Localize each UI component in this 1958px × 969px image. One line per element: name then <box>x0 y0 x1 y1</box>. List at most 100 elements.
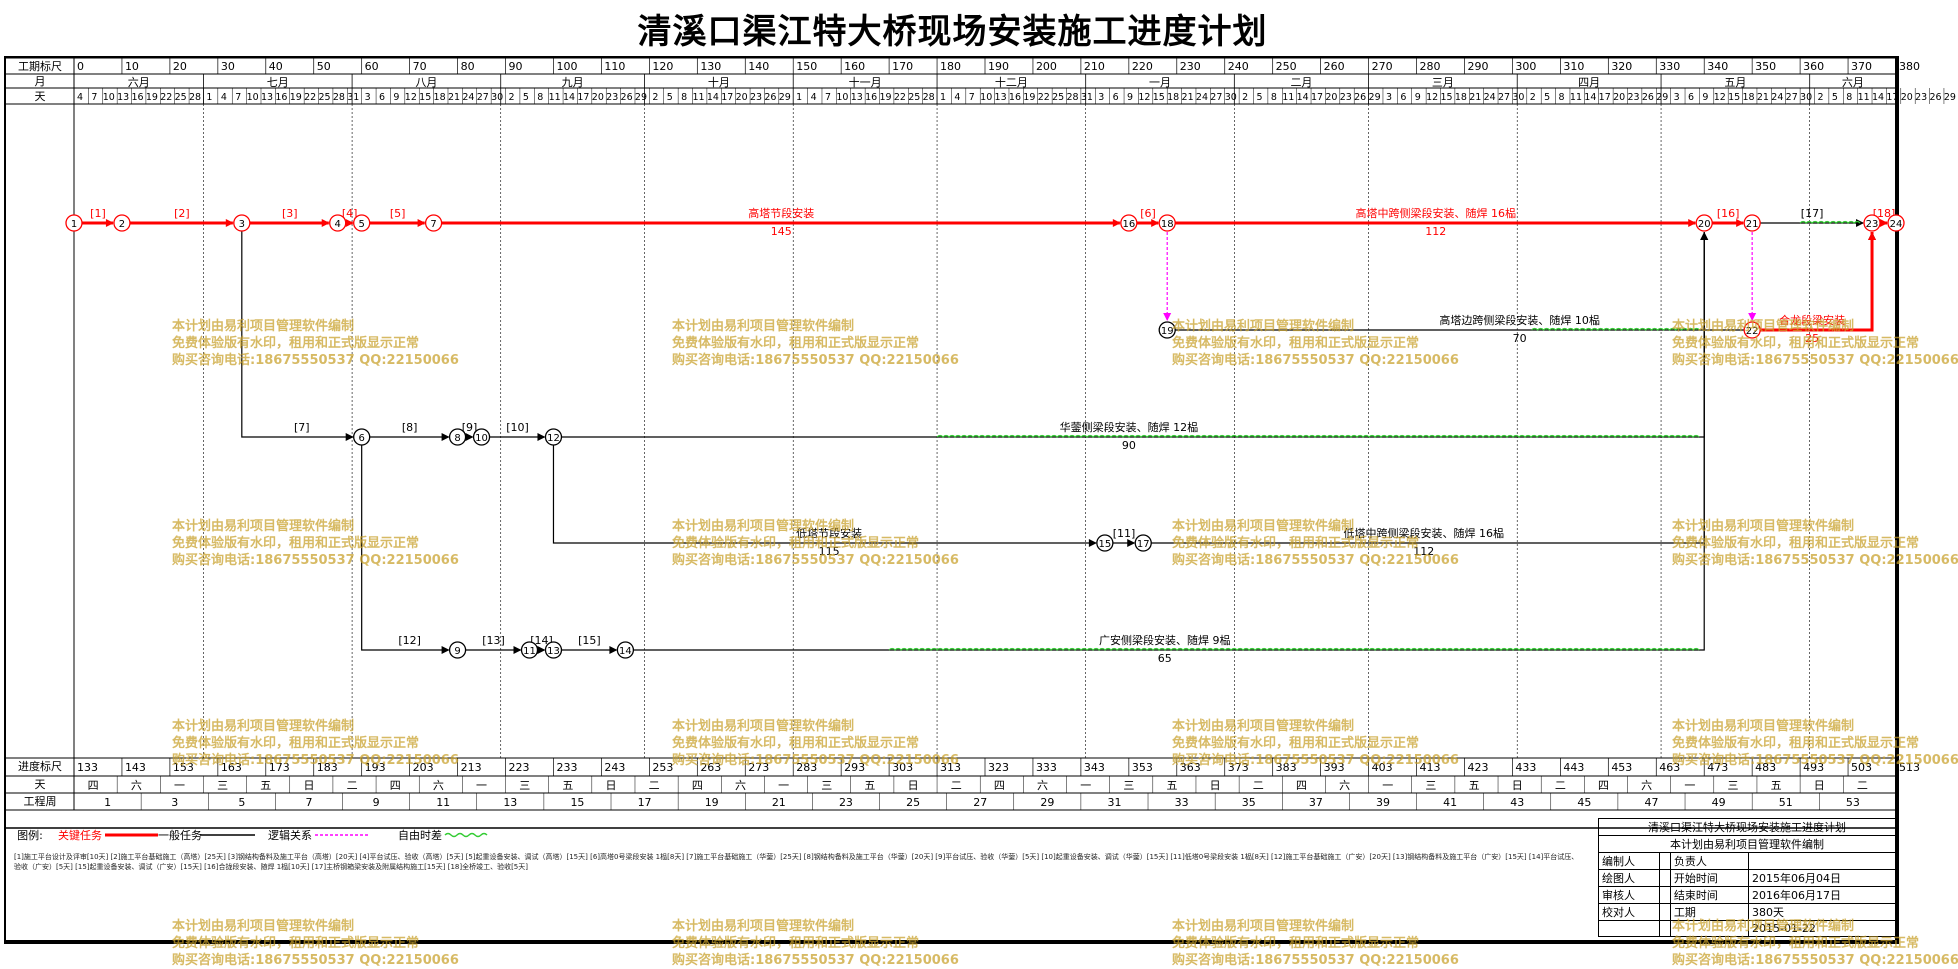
info-value <box>1659 869 1671 887</box>
weekday-label: 一 <box>1382 779 1393 792</box>
bottom-scale-tick-label: 273 <box>748 761 769 774</box>
activity-duration: 90 <box>1122 439 1136 452</box>
weekday-label: 六 <box>735 779 746 792</box>
node-circle <box>233 214 251 232</box>
activity-label: [7] <box>294 421 310 434</box>
arrow-head <box>441 646 450 654</box>
month-label: 月 <box>35 75 46 88</box>
scale-tick-label: 350 <box>1755 60 1776 73</box>
arrow-head <box>345 219 354 227</box>
node-number: 10 <box>475 433 488 444</box>
day-tick-label: 1 <box>206 92 212 103</box>
scale-tick-label: 210 <box>1084 60 1105 73</box>
bottom-scale-tick-label: 403 <box>1372 761 1393 774</box>
info-key: 审核人 <box>1597 886 1661 904</box>
scale-tick-label: 80 <box>461 60 475 73</box>
bottom-scale-tick-label: 393 <box>1324 761 1345 774</box>
weekday-label: 二 <box>951 779 962 792</box>
day-tick-label: 24 <box>1196 92 1208 103</box>
bottom-scale-tick-label: 133 <box>77 761 98 774</box>
day-tick-label: 16 <box>1009 92 1021 103</box>
legend-critical-label: 关键任务 <box>58 828 102 842</box>
bottom-scale-tick-label: 483 <box>1755 761 1776 774</box>
activity-label: [13] <box>482 634 505 647</box>
day-tick-label: 19 <box>879 92 891 103</box>
node-number: 20 <box>1698 219 1711 230</box>
day-tick-label: 9 <box>1127 92 1133 103</box>
day-tick-label: 11 <box>1858 92 1870 103</box>
day-tick-label: 8 <box>1846 92 1852 103</box>
scale-tick-label: 110 <box>604 60 625 73</box>
activity-label: [14] <box>530 634 553 647</box>
work-week-number: 49 <box>1712 796 1726 809</box>
node-number: 5 <box>358 219 364 230</box>
scale-tick-label: 360 <box>1803 60 1824 73</box>
work-week-number: 45 <box>1577 796 1591 809</box>
month-label-cell: 一月 <box>1149 76 1171 89</box>
node-circle <box>1158 321 1176 339</box>
legend-float-label: 自由时差 <box>398 828 442 842</box>
weekday-label: 日 <box>1512 779 1523 792</box>
day-tick-label: 12 <box>1426 92 1438 103</box>
scale-tick-label: 270 <box>1372 60 1393 73</box>
day-tick-label: 24 <box>1484 92 1496 103</box>
node-circle <box>424 214 443 232</box>
day-tick-label: 5 <box>1256 92 1262 103</box>
day-tick-label: 22 <box>894 92 906 103</box>
day-tick-label: 13 <box>995 92 1007 103</box>
day-tick-label: 21 <box>448 92 460 103</box>
scale-tick-label: 40 <box>269 60 283 73</box>
day-tick-label: 26 <box>1930 92 1942 103</box>
work-week-number: 5 <box>238 796 245 809</box>
work-week-number: 39 <box>1376 796 1390 809</box>
day-tick-label: 14 <box>707 92 719 103</box>
bottom-scale-tick-label: 193 <box>365 761 386 774</box>
month-label-cell: 十一月 <box>849 75 882 89</box>
weekday-label: 三 <box>1425 779 1436 792</box>
day-tick-label: 29 <box>779 92 791 103</box>
activity-label: [5] <box>390 207 406 220</box>
activity-label: [4] <box>342 207 358 220</box>
day-tick-label: 30 <box>491 92 503 103</box>
bottom-scale-tick-label: 233 <box>556 761 577 774</box>
work-week-number: 31 <box>1107 796 1121 809</box>
node-number: 22 <box>1746 326 1759 337</box>
scale-tick-label: 120 <box>652 60 673 73</box>
day-tick-label: 21 <box>1757 92 1769 103</box>
node-number: 21 <box>1746 219 1759 230</box>
day-tick-label: 29 <box>1944 92 1956 103</box>
day-tick-label: 9 <box>1702 92 1708 103</box>
node-number: 12 <box>547 433 560 444</box>
activity-duration: 25 <box>1805 332 1819 345</box>
work-week-number: 37 <box>1309 796 1323 809</box>
day-tick-label: 22 <box>304 92 316 103</box>
scale-tick-label: 260 <box>1324 60 1345 73</box>
day-tick-label: 14 <box>1872 92 1884 103</box>
weekday-label: 四 <box>1296 779 1307 792</box>
info-key: 结束时间 <box>1669 886 1749 904</box>
scale-tick-label: 280 <box>1420 60 1441 73</box>
info-value: 2015年06月04日 <box>1747 869 1897 887</box>
day-tick-label: 31 <box>347 92 359 103</box>
day-tick-label: 14 <box>1584 92 1596 103</box>
day-tick-label: 15 <box>1153 92 1165 103</box>
day-tick-label: 10 <box>980 92 992 103</box>
bottom-scale-tick-label: 203 <box>413 761 434 774</box>
weekday-label: 五 <box>1166 779 1177 792</box>
day-tick-label: 21 <box>1182 92 1194 103</box>
arrow-head <box>1736 219 1745 227</box>
activity-label: [15] <box>578 634 601 647</box>
activity-label: 合龙段梁安装 <box>1779 313 1845 327</box>
info-key: 工期 <box>1669 903 1749 921</box>
arrow-head <box>105 219 114 227</box>
legend-title: 图例: <box>17 828 43 842</box>
day-tick-label: 26 <box>764 92 776 103</box>
day-tick-label: 21 <box>1469 92 1481 103</box>
month-label-cell: 六月 <box>1842 76 1864 89</box>
scale-tick-label: 130 <box>700 60 721 73</box>
weekday-label: 五 <box>260 779 271 792</box>
info-key: 负责人 <box>1669 852 1749 870</box>
day-tick-label: 28 <box>333 92 345 103</box>
day-tick-label: 16 <box>131 92 143 103</box>
activity-label: [18] <box>1873 207 1896 220</box>
